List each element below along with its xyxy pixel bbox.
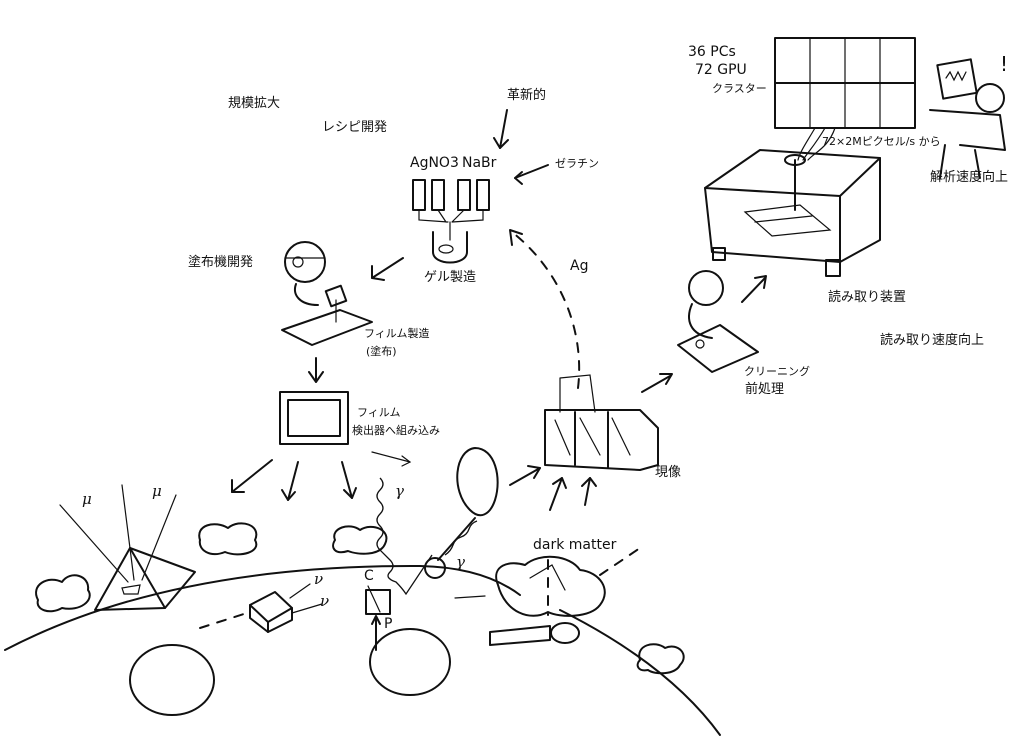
- development-tanks: [544, 374, 659, 471]
- label-recipe-dev: レシピ開発: [322, 120, 388, 135]
- label-gelatin: ゼラチン: [555, 157, 599, 170]
- label-development: 現像: [655, 465, 682, 480]
- reader-operator: [677, 270, 759, 373]
- dark-matter-lab: [489, 547, 641, 646]
- label-gel-production: ゲル製造: [424, 270, 477, 285]
- cloud-icon: [636, 643, 685, 675]
- balloon-experiment: [424, 447, 499, 579]
- accelerator-ring: [129, 644, 215, 716]
- label-cluster-gpu: 72 GPU: [695, 62, 747, 78]
- label-exclamation: !: [1000, 52, 1009, 76]
- label-film-coating: (塗布): [366, 345, 397, 358]
- label-film: フィルム: [357, 406, 401, 419]
- label-scale-up: 規模拡大: [228, 96, 281, 111]
- label-ag: Ag: [570, 258, 589, 274]
- coater-operator: [281, 241, 373, 346]
- label-coater-dev: 塗布機開発: [188, 255, 254, 270]
- cloud-icon: [35, 574, 91, 613]
- label-neutrino-1: ν: [314, 570, 324, 588]
- label-c: C: [364, 568, 374, 584]
- label-reader: 読み取り装置: [828, 290, 907, 305]
- ag-recycle-arrow: [511, 231, 581, 389]
- analyst-figure: [929, 58, 1006, 179]
- label-p: P: [384, 616, 393, 632]
- label-pretreatment: 前処理: [745, 382, 785, 397]
- label-read-speed-up: 読み取り速度向上: [880, 333, 985, 348]
- accelerator-ring: [369, 628, 451, 696]
- neutrino-detector: [199, 583, 323, 633]
- label-gamma-2: γ: [456, 553, 465, 571]
- label-cleaning: クリーニング: [744, 365, 810, 378]
- label-agno3: AgNO3: [410, 155, 459, 171]
- earth-surface-right: [559, 609, 721, 736]
- pyramid-detector: [59, 484, 196, 611]
- cloud-icon: [198, 522, 258, 556]
- film-box: [279, 391, 349, 445]
- label-film-production: フィルム製造: [364, 327, 430, 340]
- earth-surface: [4, 564, 521, 651]
- label-nabr: NaBr: [462, 155, 497, 171]
- reading-machine: [704, 149, 881, 277]
- gpu-cluster: [774, 37, 916, 161]
- label-into-detector: 検出器へ組み込み: [352, 424, 440, 437]
- hadron-detector: [365, 585, 391, 651]
- label-cluster: クラスター: [712, 82, 767, 95]
- cloud-icon: [332, 525, 388, 555]
- label-muon-1: μ: [82, 490, 92, 508]
- label-dark-matter: dark matter: [533, 537, 617, 553]
- label-pixel-rate: 72×2Mピクセル/s から: [822, 135, 941, 148]
- label-muon-2: μ: [152, 482, 162, 500]
- chemical-bottles: [412, 179, 490, 264]
- label-neutrino-2: ν: [320, 592, 330, 610]
- label-innovative: 革新的: [507, 88, 547, 103]
- label-analysis-speed-up: 解析速度向上: [930, 170, 1009, 185]
- gamma-ray: [376, 477, 433, 596]
- label-cluster-pcs: 36 PCs: [688, 44, 736, 60]
- label-gamma-1: γ: [395, 482, 404, 500]
